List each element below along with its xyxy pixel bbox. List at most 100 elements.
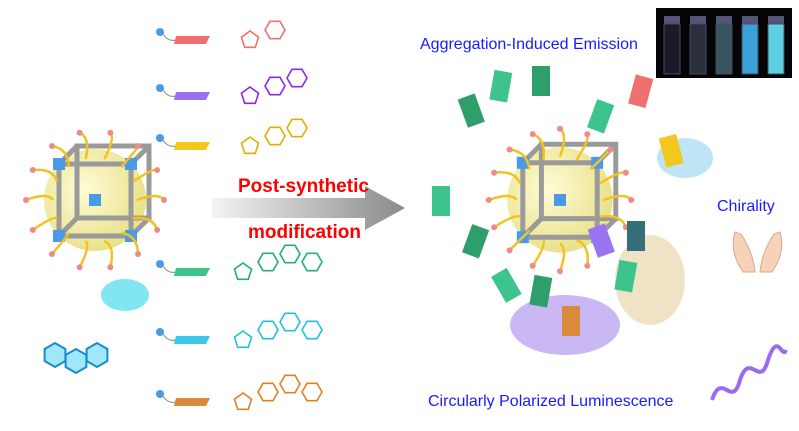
molecule-structure xyxy=(233,374,323,411)
vial-cap xyxy=(664,16,680,24)
aromatic-ring xyxy=(286,68,308,88)
vial-cap xyxy=(690,16,706,24)
maleimide-end xyxy=(76,129,83,136)
anthracene-structure xyxy=(43,341,109,375)
linker-arm xyxy=(558,242,566,272)
bead-icon xyxy=(156,260,164,268)
dye-plate xyxy=(489,69,513,103)
vials xyxy=(663,16,785,75)
metal-node xyxy=(53,230,65,242)
maleimide-end xyxy=(557,125,563,132)
molecule-structure xyxy=(240,118,308,155)
benzene-ring xyxy=(43,341,67,369)
maleimide-end xyxy=(584,262,591,269)
dye-plate xyxy=(529,274,553,308)
molecule-structure xyxy=(233,312,323,349)
maleimide-end xyxy=(135,143,142,150)
maleimide-end xyxy=(48,143,55,150)
maleimide-end xyxy=(628,197,635,203)
aromatic-ring xyxy=(286,118,308,138)
aromatic-ring xyxy=(264,76,286,96)
linker-bar xyxy=(174,268,210,276)
linker-item xyxy=(156,244,323,281)
property-cpl: Circularly Polarized Luminescence xyxy=(428,393,674,410)
tether xyxy=(162,395,177,403)
molecule-structure xyxy=(233,244,323,281)
linker-arm xyxy=(25,194,55,202)
vial-cap xyxy=(716,16,732,24)
aromatic-ring xyxy=(257,252,279,272)
linker-item xyxy=(156,118,308,155)
bead-icon xyxy=(156,134,164,142)
molecule-structure xyxy=(240,20,286,49)
maleimide-end xyxy=(506,247,513,254)
maleimide-ring xyxy=(240,86,260,105)
aromatic-ring xyxy=(279,312,301,332)
aromatic-ring xyxy=(264,126,286,146)
dye-plate xyxy=(614,259,638,293)
dye-plate xyxy=(587,223,615,258)
linker-item xyxy=(156,374,323,411)
maleimide-end xyxy=(584,131,591,138)
helix-icon xyxy=(710,344,788,401)
linker-arm xyxy=(493,171,522,184)
linker-item xyxy=(156,68,308,105)
aromatic-ring xyxy=(301,252,323,272)
maleimide-end xyxy=(622,169,629,176)
linker-arm xyxy=(488,194,518,202)
dye-plate xyxy=(432,186,450,216)
maleimide-ring xyxy=(233,330,253,349)
maleimide-end xyxy=(23,197,29,203)
aromatic-ring xyxy=(279,244,301,264)
linker-item xyxy=(156,312,323,349)
maleimide-end xyxy=(485,197,492,203)
dye-plate xyxy=(587,99,615,134)
linker-arm xyxy=(508,229,531,252)
hands-icon xyxy=(732,231,783,273)
linker-arm xyxy=(493,214,521,229)
metal-node xyxy=(53,158,65,170)
process-label-line1: Post-synthetic xyxy=(238,176,369,197)
property-chirality: Chirality xyxy=(717,198,775,215)
linker-bar xyxy=(174,36,210,44)
linker-arm xyxy=(103,239,114,268)
dye-plate xyxy=(658,133,684,168)
linker-item xyxy=(156,20,286,49)
metal-node xyxy=(554,194,566,206)
aromatic-ring xyxy=(301,320,323,340)
dye-plate xyxy=(562,306,580,336)
vial xyxy=(715,23,733,75)
linker-arm xyxy=(32,168,59,183)
bead-icon xyxy=(156,28,164,36)
maleimide-end xyxy=(29,167,36,174)
aromatic-ring xyxy=(257,382,279,402)
benzene-ring xyxy=(85,341,109,369)
dye-plate xyxy=(532,66,550,96)
molecule-structure xyxy=(240,68,308,105)
dye-plate xyxy=(628,74,654,109)
vial xyxy=(741,23,759,75)
modification-arrow xyxy=(212,186,405,230)
maleimide-end xyxy=(154,167,161,174)
benzene-ring xyxy=(64,347,88,375)
aromatic-ring xyxy=(264,20,286,40)
maleimide-end xyxy=(529,131,536,138)
aromatic-ring xyxy=(279,374,301,394)
bead-icon xyxy=(156,328,164,336)
aromatic-ring xyxy=(301,382,323,402)
maleimide-end xyxy=(529,262,536,269)
tether xyxy=(162,139,177,147)
maleimide-end xyxy=(607,146,614,153)
tether xyxy=(162,265,177,273)
cloud-beige xyxy=(615,235,685,325)
maleimide-ring xyxy=(233,392,253,411)
tether xyxy=(162,89,177,97)
cage-left xyxy=(23,129,167,271)
linker-arm xyxy=(576,238,589,267)
maleimide-end xyxy=(491,224,498,231)
linker-arm xyxy=(32,216,58,231)
property-aie: Aggregation-Induced Emission xyxy=(420,36,638,53)
maleimide-end xyxy=(76,264,83,271)
vial xyxy=(767,23,785,75)
